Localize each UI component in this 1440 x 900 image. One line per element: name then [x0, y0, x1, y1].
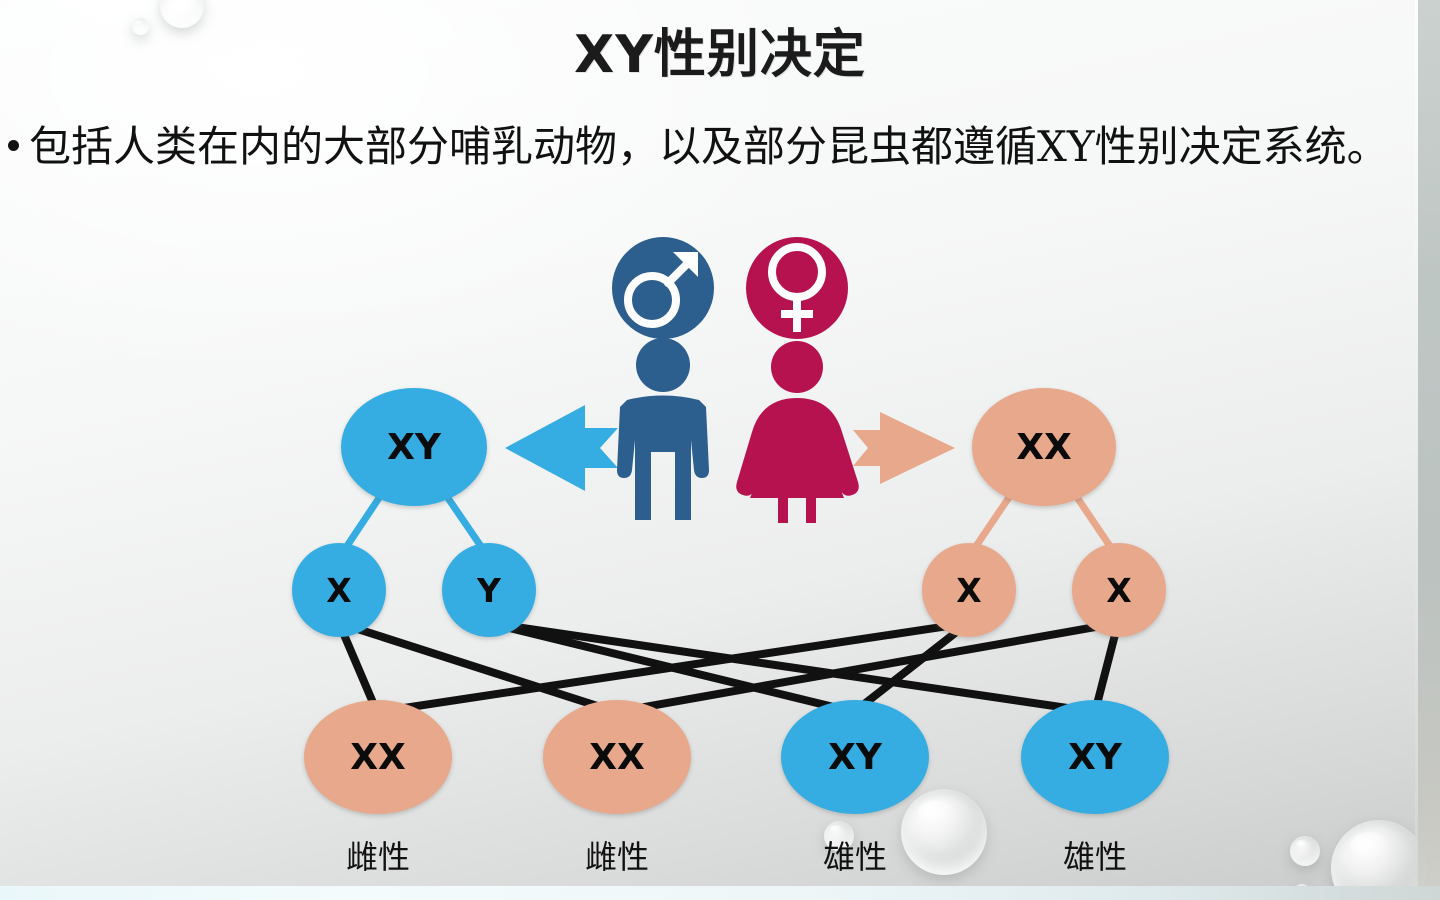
female-pictogram — [736, 341, 859, 523]
male-pictogram — [617, 338, 709, 520]
offspring-genotype-1: XX — [304, 700, 452, 814]
offspring-caption-2: 雌性 — [584, 838, 649, 876]
bullet-text: 包括人类在内的大部分哺乳动物，以及部分昆虫都遵循XY性别决定系统。 — [29, 122, 1389, 171]
bullet-point-icon — [8, 140, 19, 151]
bullet-paragraph: 包括人类在内的大部分哺乳动物，以及部分昆虫都遵循XY性别决定系统。 — [8, 118, 1418, 175]
offspring-genotype-2: XX — [543, 700, 691, 814]
offspring-caption-1: 雌性 — [345, 838, 410, 876]
gamete-female-x-right: X — [1072, 543, 1166, 637]
punnett-cross-lines — [333, 617, 1123, 718]
arrow-left-to-male-genotype — [505, 405, 618, 491]
arrow-right-to-female-genotype — [853, 412, 955, 484]
slide-bottom-edge — [0, 886, 1440, 900]
offspring-caption-3: 雄性 — [822, 838, 887, 876]
offspring-caption-4: 雄性 — [1062, 838, 1127, 876]
gamete-male-x: X — [292, 543, 386, 637]
male-symbol — [612, 237, 714, 339]
gamete-female-x-left: X — [922, 543, 1016, 637]
parent-genotype-male: XY — [341, 388, 487, 506]
offspring-genotype-4: XY — [1021, 700, 1169, 814]
gamete-male-y: Y — [442, 543, 536, 637]
female-symbol — [746, 237, 848, 339]
decorative-bubble-bottom-right-small — [1290, 836, 1320, 866]
slide-title: XY性别决定 — [574, 25, 866, 85]
slide-right-edge — [1418, 0, 1440, 900]
slide-right-edge-highlight — [1415, 0, 1418, 900]
parent-genotype-female: XX — [972, 388, 1116, 506]
offspring-genotype-3: XY — [781, 700, 929, 814]
